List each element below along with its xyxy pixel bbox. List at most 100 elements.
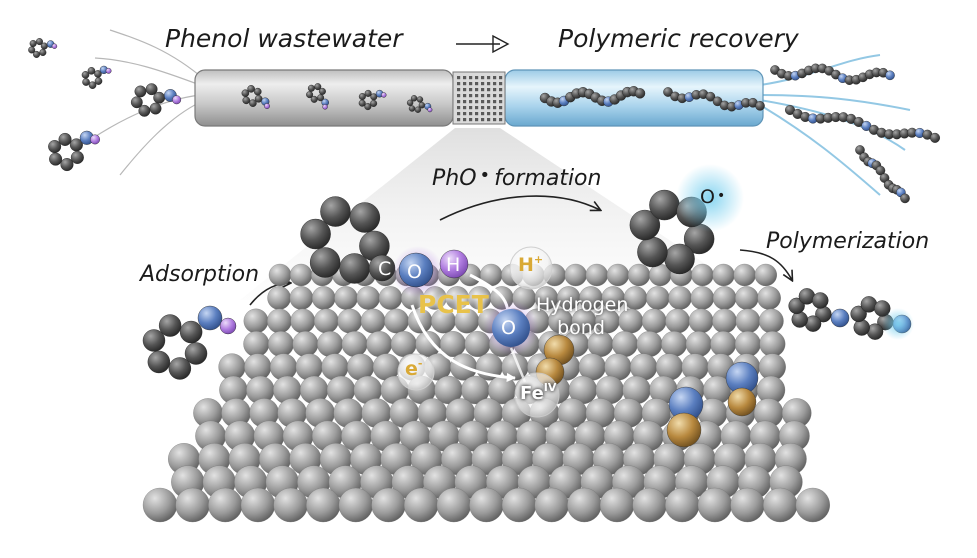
phenol-molecule	[48, 130, 100, 172]
surface-atom	[599, 487, 635, 523]
membrane-pore	[487, 100, 491, 104]
surface-oxygen-label: O	[501, 317, 516, 339]
bond-text: bond	[557, 317, 605, 339]
membrane-pore	[463, 76, 467, 80]
carbon-atom	[249, 99, 257, 107]
surface-atom	[142, 487, 178, 523]
membrane-pore	[463, 88, 467, 92]
radical-o-dot: •	[716, 188, 726, 204]
membrane-pore	[469, 88, 473, 92]
hydrogen-text: Hydrogen	[536, 294, 629, 316]
polymerization-arrow	[739, 249, 792, 280]
process-arrow	[456, 34, 510, 54]
carbon-atom	[755, 101, 765, 111]
surface-atom	[273, 487, 308, 523]
iron-sites	[535, 334, 759, 448]
reacting-phenol	[300, 196, 469, 298]
iron-label: FeIV	[520, 381, 557, 404]
membrane-pore	[487, 118, 491, 122]
benzene-ring	[406, 95, 426, 113]
phenol-molecule	[130, 83, 182, 117]
carbon-atom	[130, 96, 143, 109]
benzene-ring	[28, 38, 48, 58]
surface-atom	[564, 263, 587, 287]
surface-atom	[691, 263, 714, 287]
membrane-pore	[481, 100, 485, 104]
carbon-atom	[60, 158, 74, 172]
iron-oxidation-state: IV	[543, 381, 557, 394]
hydrogen-atom	[322, 104, 328, 110]
carbon-atom	[930, 132, 941, 143]
carbon-atom	[29, 40, 37, 48]
membrane-pore	[469, 112, 473, 116]
hydrogen-atom	[105, 67, 112, 74]
membrane-pore	[457, 76, 461, 80]
carbon-atom	[300, 218, 331, 250]
carbon-atom	[663, 87, 673, 97]
surface-atom	[567, 487, 602, 523]
reactor-tube	[194, 69, 764, 127]
carbon-atom	[39, 48, 47, 56]
carbon-atom	[49, 152, 63, 166]
surface-atom	[606, 263, 630, 287]
surface-atom	[690, 286, 715, 310]
polymerization-label: Polymerization	[766, 229, 930, 254]
surface-atom	[311, 286, 336, 310]
carbon-atom	[307, 84, 315, 92]
surface-atom	[733, 263, 756, 287]
carbon-atom	[637, 236, 668, 268]
iron-bubble	[514, 372, 560, 418]
electron-transfer-arrow	[410, 304, 516, 383]
carbon-atom	[850, 305, 867, 323]
carbon-atom	[339, 253, 370, 284]
surface-atom	[712, 286, 737, 310]
benzene-ring	[788, 288, 832, 332]
carbon-atom	[179, 320, 203, 344]
membrane-pore	[499, 94, 503, 98]
surface-atom	[661, 331, 688, 357]
polymeric-recovery-label: Polymeric recovery	[558, 24, 799, 53]
membrane-pore	[457, 82, 461, 86]
membrane-pore	[493, 76, 497, 80]
molecules	[28, 38, 941, 380]
carbon-atom	[358, 99, 366, 107]
carbon-atom	[875, 165, 886, 176]
surface-atom	[292, 331, 319, 357]
iron-atom	[666, 412, 702, 448]
proton-text: H	[518, 254, 534, 276]
surface-atom	[334, 286, 358, 310]
carbon-atom	[408, 105, 416, 112]
membrane-pores	[457, 76, 503, 122]
surface-atom	[240, 487, 276, 523]
membrane-pore	[499, 112, 503, 116]
membrane-pore	[475, 106, 479, 110]
carbon-atom	[406, 99, 414, 107]
membrane-pore	[493, 112, 497, 116]
surface-atom	[759, 331, 786, 357]
membrane-pore	[469, 94, 473, 98]
carbon-atom	[158, 314, 182, 337]
carbon-atom	[147, 350, 171, 374]
surface-atom	[175, 487, 210, 523]
carbon-atom	[320, 196, 351, 227]
surface-atom	[710, 331, 737, 357]
carbon-atom	[82, 78, 90, 86]
benzene-ring	[81, 67, 103, 89]
carbon-atom	[364, 103, 372, 111]
membrane-pore	[457, 100, 461, 104]
surface-atom	[754, 263, 777, 287]
carbon-atom	[874, 300, 891, 317]
surface-atom	[735, 308, 761, 334]
surface-atom	[665, 487, 700, 523]
hydrogen-atom	[51, 43, 58, 49]
proton-charge: +	[533, 253, 544, 266]
surface-atom	[712, 308, 737, 334]
pho-formation-label: PhO•formation	[432, 165, 601, 191]
membrane-pore	[493, 94, 497, 98]
surface-atom	[415, 331, 442, 357]
surface-atom	[366, 331, 393, 357]
electron-text: e	[405, 358, 418, 380]
membrane-pore	[457, 94, 461, 98]
carbon-atom	[358, 93, 366, 101]
